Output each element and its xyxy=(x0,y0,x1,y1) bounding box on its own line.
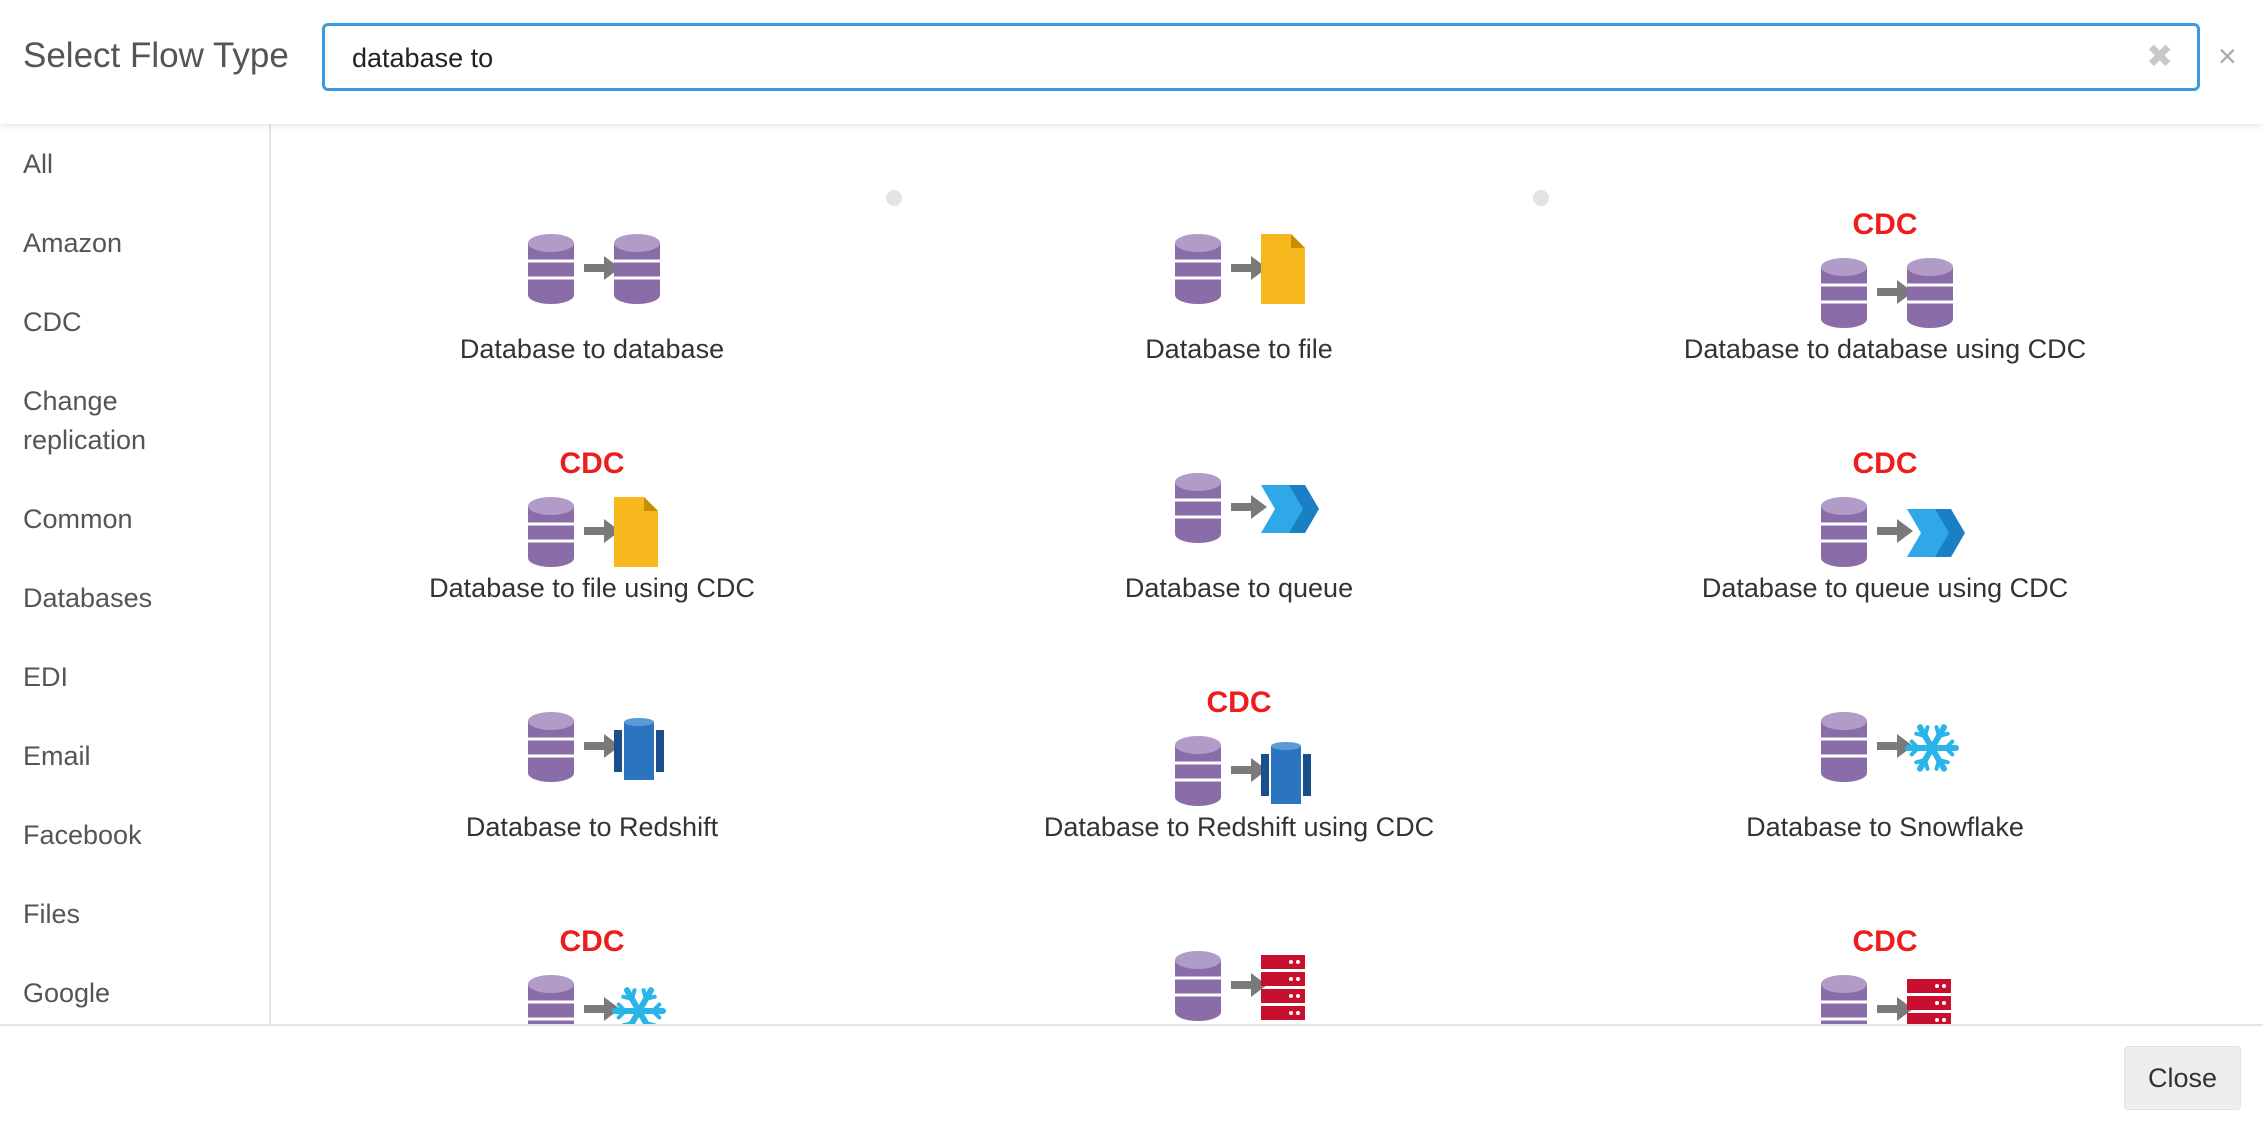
dialog-title: Select Flow Type xyxy=(23,36,289,75)
flow-card-database-to-server[interactable] xyxy=(919,909,1559,1024)
cdc-badge: CDC xyxy=(560,925,625,958)
category-sidebar: All Amazon CDC Change replication Common… xyxy=(0,124,271,1024)
flow-card-database-to-redshift-cdc[interactable]: CDC Database to Redshift using CDC xyxy=(919,670,1559,900)
sidebar-item-google[interactable]: Google xyxy=(23,978,111,1008)
sidebar-item-amazon[interactable]: Amazon xyxy=(23,228,123,258)
flow-card-database-to-redshift[interactable]: Database to Redshift xyxy=(272,670,912,900)
flow-card-database-to-snowflake[interactable]: Database to Snowflake xyxy=(1565,670,2205,900)
loading-dot xyxy=(1533,190,1549,206)
cdc-badge: CDC xyxy=(1853,925,1918,958)
close-icon[interactable]: × xyxy=(2218,38,2237,74)
database-to-redshift-icon xyxy=(528,712,664,782)
database-to-database-cdc-icon: CDC xyxy=(1821,208,1953,328)
flow-card-label: Database to Redshift using CDC xyxy=(1043,812,1435,842)
database-to-file-cdc-icon: CDC xyxy=(528,447,658,567)
flow-card-database-to-server-cdc[interactable]: CDC xyxy=(1565,909,2205,1024)
clear-search-icon[interactable]: ✖ xyxy=(2146,38,2173,74)
flow-card-label: Database to database xyxy=(459,334,725,364)
sidebar-item-all[interactable]: All xyxy=(23,149,54,179)
sidebar-item-facebook[interactable]: Facebook xyxy=(23,820,142,850)
sidebar-item-files[interactable]: Files xyxy=(23,899,81,929)
database-to-redshift-cdc-icon: CDC xyxy=(1175,686,1311,806)
flow-card-database-to-file-cdc[interactable]: CDC Database to file using CDC xyxy=(272,431,912,661)
flow-card-label: Database to queue using CDC xyxy=(1701,573,2069,603)
flow-card-database-to-queue-cdc[interactable]: CDC Database to queue using CDC xyxy=(1565,431,2205,661)
database-to-snowflake-cdc-icon: CDC xyxy=(528,925,666,1024)
cdc-badge: CDC xyxy=(1853,447,1918,480)
flow-card-database-to-queue[interactable]: Database to queue xyxy=(919,431,1559,661)
flow-card-database-to-database-cdc[interactable]: CDC Database to database using CDC xyxy=(1565,192,2205,422)
flow-type-grid: Database to database Database to file CD… xyxy=(271,124,2263,1024)
sidebar-item-cdc[interactable]: CDC xyxy=(23,307,82,337)
sidebar-item-common[interactable]: Common xyxy=(23,504,133,534)
database-to-database-icon xyxy=(528,234,660,304)
sidebar-item-change-replication[interactable]: Change replication xyxy=(23,386,147,455)
flow-card-database-to-file[interactable]: Database to file xyxy=(919,192,1559,422)
search-box[interactable]: ✖ xyxy=(322,23,2200,91)
flow-card-database-to-snowflake-cdc[interactable]: CDC xyxy=(272,909,912,1024)
sidebar-item-edi[interactable]: EDI xyxy=(23,662,69,692)
database-to-queue-cdc-icon: CDC xyxy=(1821,447,1965,567)
flow-card-label: Database to Redshift xyxy=(465,812,719,842)
sidebar-item-databases[interactable]: Databases xyxy=(23,583,153,613)
database-to-server-cdc-icon: CDC xyxy=(1821,925,1951,1024)
cdc-badge: CDC xyxy=(560,447,625,480)
dialog-footer: Close xyxy=(0,1024,2263,1121)
flow-card-label: Database to queue xyxy=(1124,573,1354,603)
search-input[interactable] xyxy=(350,26,2134,90)
database-to-server-icon xyxy=(1175,951,1305,1021)
flow-card-label: Database to database using CDC xyxy=(1683,334,2087,364)
flow-card-label: Database to file xyxy=(1145,334,1333,364)
database-to-file-icon xyxy=(1175,234,1305,304)
database-to-snowflake-icon xyxy=(1821,712,1959,782)
flow-card-label: Database to Snowflake xyxy=(1746,812,2024,842)
flow-card-label: Database to file using CDC xyxy=(429,573,755,603)
flow-card-database-to-database[interactable]: Database to database xyxy=(272,192,912,422)
cdc-badge: CDC xyxy=(1207,686,1272,719)
close-button[interactable]: Close xyxy=(2124,1046,2241,1110)
database-to-queue-icon xyxy=(1175,473,1319,543)
sidebar-item-email[interactable]: Email xyxy=(23,741,91,771)
dialog-header: Select Flow Type ✖ × xyxy=(0,0,2263,124)
cdc-badge: CDC xyxy=(1853,208,1918,241)
loading-dot xyxy=(886,190,902,206)
